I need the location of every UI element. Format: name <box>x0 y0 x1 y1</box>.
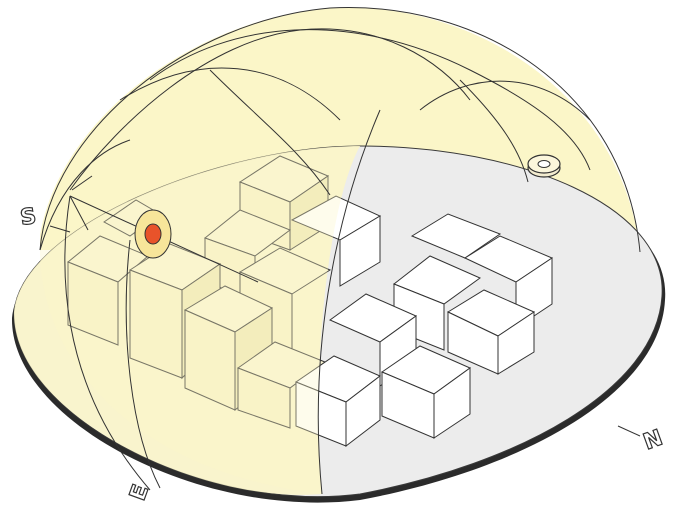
sun-marker-icon <box>135 210 171 258</box>
compass-east-label: E <box>126 481 155 504</box>
ring-marker-icon <box>528 155 560 177</box>
tick-north <box>618 426 640 436</box>
compass-south-label: S <box>19 204 38 231</box>
compass-north-label: N <box>640 426 666 456</box>
